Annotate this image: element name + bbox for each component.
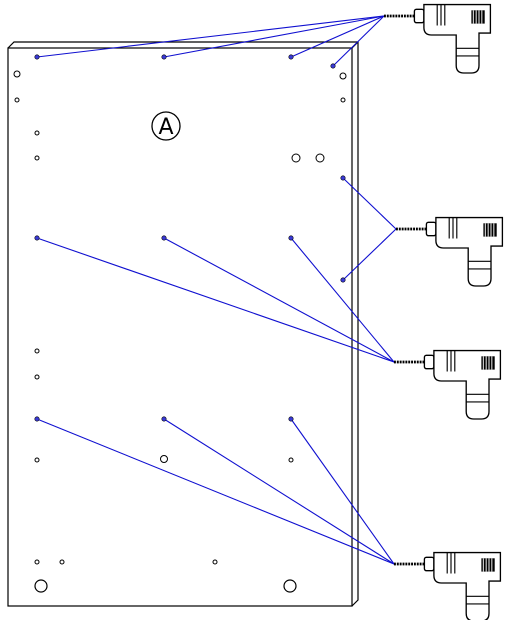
leader-lines: [36, 15, 397, 565]
part-label-text: A: [158, 115, 173, 140]
drill-targets: [34, 54, 346, 422]
drill-icon: [392, 349, 502, 421]
drill-icon: [392, 551, 502, 620]
holes: [13, 70, 347, 593]
drill-icon: [382, 3, 492, 75]
drill-icon: [394, 216, 504, 288]
part-label: A: [151, 111, 181, 141]
panel: [7, 41, 359, 607]
